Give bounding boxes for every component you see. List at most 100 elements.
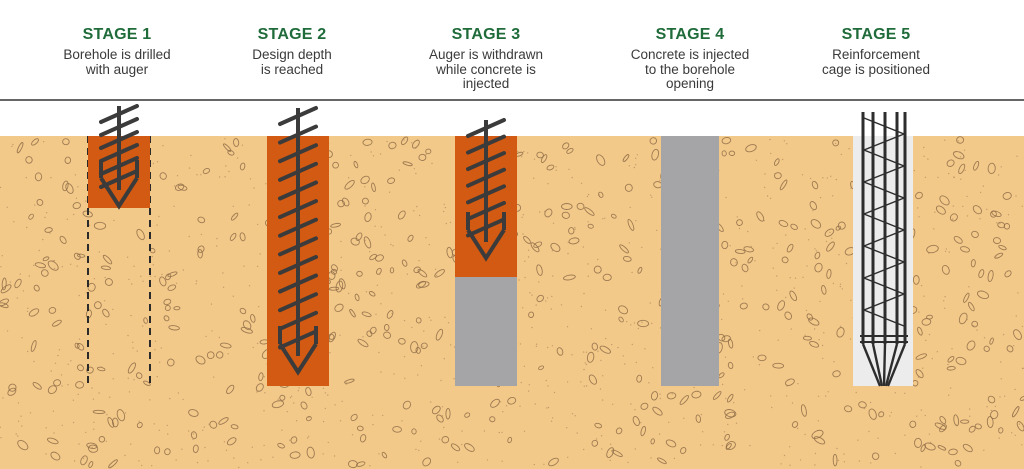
soil-pebble	[418, 153, 427, 161]
soil-dot	[814, 248, 816, 250]
soil-dot	[100, 366, 103, 368]
soil-dot	[566, 326, 569, 328]
soil-pebble	[222, 143, 232, 152]
soil-dot	[54, 362, 57, 364]
soil-dot	[72, 399, 75, 401]
soil-dot	[351, 434, 354, 436]
soil-dot	[923, 155, 925, 157]
soil-dot	[132, 347, 134, 349]
soil-dot	[133, 265, 135, 267]
soil-dot	[580, 305, 583, 308]
soil-dot	[990, 409, 993, 412]
soil-pebble	[17, 439, 29, 451]
soil-dot	[904, 392, 906, 394]
soil-dot	[552, 275, 554, 277]
soil-dot	[776, 242, 778, 245]
soil-dot	[918, 311, 920, 313]
soil-dot	[843, 453, 845, 455]
soil-dot	[6, 330, 9, 332]
soil-pebble	[92, 409, 106, 414]
soil-dot	[567, 456, 569, 458]
soil-pebble	[591, 342, 598, 351]
soil-dot	[82, 457, 85, 460]
soil-pebble	[721, 136, 732, 145]
soil-pebble	[602, 273, 612, 282]
soil-pebble	[226, 437, 237, 446]
soil-pebble	[810, 219, 822, 229]
soil-dot	[67, 363, 69, 365]
soil-dot	[825, 240, 828, 243]
soil-pebble	[773, 158, 780, 166]
soil-dot	[555, 169, 557, 171]
soil-pebble	[195, 355, 206, 365]
soil-pebble	[627, 218, 635, 231]
soil-pebble	[344, 378, 355, 384]
soil-pebble	[948, 448, 958, 456]
soil-dot	[257, 223, 259, 226]
soil-pebble	[206, 351, 215, 360]
soil-dot	[769, 138, 771, 141]
soil-dot	[329, 352, 331, 354]
soil-pebble	[337, 199, 345, 208]
soil-pebble	[360, 175, 370, 185]
soil-pebble	[72, 202, 82, 210]
soil-dot	[74, 174, 77, 176]
soil-dot	[528, 384, 530, 386]
soil-dot	[649, 302, 651, 304]
soil-dot	[294, 436, 296, 438]
cage-spiral	[862, 117, 906, 327]
soil-pebble	[871, 452, 880, 460]
soil-dot	[158, 215, 160, 218]
soil-pebble	[593, 265, 602, 274]
soil-pebble	[587, 223, 594, 229]
soil-dot	[128, 278, 130, 281]
soil-dot	[683, 417, 685, 419]
soil-dot	[1015, 315, 1017, 317]
soil-dot	[50, 370, 52, 372]
soil-dot	[583, 292, 585, 295]
soil-pebble	[920, 444, 926, 452]
soil-pebble	[858, 401, 867, 409]
soil-dot	[1021, 444, 1023, 446]
soil-dot	[924, 414, 926, 417]
soil-dot	[968, 408, 971, 410]
soil-dot	[551, 345, 554, 347]
soil-pebble	[528, 311, 535, 319]
soil-dot	[641, 321, 643, 323]
soil-pebble	[789, 290, 798, 302]
soil-pebble	[328, 331, 336, 343]
soil-pebble	[976, 290, 990, 300]
cage-tip-bar	[861, 343, 882, 387]
soil-pebble	[387, 177, 396, 184]
soil-dot	[93, 421, 95, 423]
soil-dot	[1007, 214, 1010, 216]
soil-pebble	[279, 394, 286, 401]
soil-dot	[523, 430, 526, 432]
soil-pebble	[962, 443, 973, 453]
soil-dot	[236, 157, 239, 159]
soil-pebble	[350, 413, 358, 422]
soil-dot	[333, 455, 336, 457]
soil-dot	[927, 158, 929, 160]
soil-dot	[652, 367, 654, 369]
soil-pebble	[997, 221, 1006, 229]
soil-pebble	[624, 183, 633, 192]
soil-dot	[521, 156, 523, 158]
soil-dot	[401, 420, 403, 422]
soil-pebble	[695, 414, 702, 423]
soil-dot	[106, 414, 108, 416]
soil-dot	[58, 349, 61, 351]
soil-dot	[293, 402, 295, 404]
soil-pebble	[366, 330, 373, 337]
soil-pebble	[218, 417, 229, 425]
soil-dot	[33, 264, 35, 267]
soil-dot	[1013, 345, 1015, 347]
soil-dot	[952, 205, 955, 207]
soil-dot	[364, 186, 366, 188]
soil-pebble	[622, 255, 632, 262]
stage-1-auger-tip	[99, 176, 139, 210]
soil-dot	[415, 147, 417, 149]
soil-dot	[770, 395, 772, 397]
soil-dot	[127, 334, 129, 337]
soil-pebble	[971, 230, 979, 238]
